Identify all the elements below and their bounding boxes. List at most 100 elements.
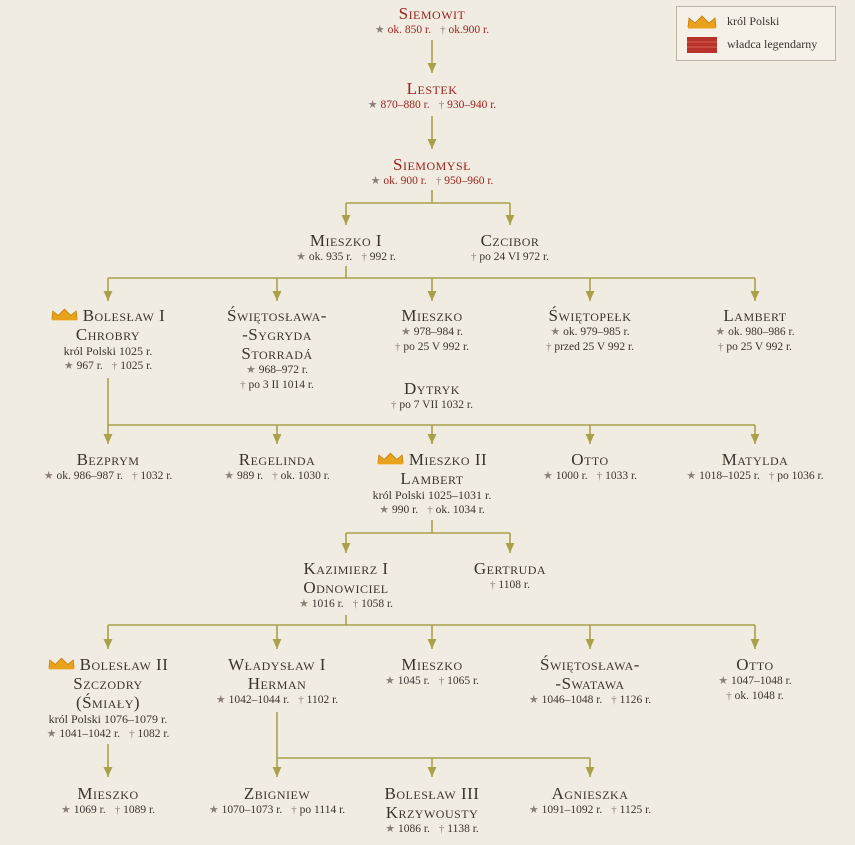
person-name: Gertruda (473, 559, 547, 578)
died-icon: † (394, 341, 401, 353)
person-dates: ★ 1018–1025 r.† po 1036 r. (686, 470, 824, 482)
person-dates: ★ 1045 r.† 1065 r. (384, 675, 480, 687)
person-name-line1: Władysław I (228, 655, 326, 674)
died-icon: † (272, 470, 278, 482)
died-icon: † (111, 360, 118, 372)
person-title: król Polski 1025–1031 r. (372, 488, 492, 502)
person-bezprym: Bezprym ★ ok. 986–987 r.† 1032 r. (8, 450, 208, 484)
died-icon: † (611, 694, 617, 706)
connector-kazimierz-children (108, 615, 755, 626)
person-name: Agnieszka (551, 784, 629, 803)
person-swietoslawa-sygryda: Świętosława- -Sygryda Storradá ★ 968–972… (177, 306, 377, 393)
person-mieszko-i: Mieszko I ★ ok. 935 r.† 992 r. (246, 231, 446, 265)
connector-mieszko2-children (346, 520, 510, 534)
person-died: † po 3 II 1014 r. (240, 379, 314, 391)
died-icon: † (352, 598, 359, 610)
person-name-line2: -Swatawa (555, 674, 625, 693)
person-name-line3: (Śmiały) (75, 693, 141, 712)
born-icon: ★ (528, 804, 539, 816)
crown-icon (687, 14, 717, 33)
person-name-line1: Kazimierz I (303, 559, 389, 578)
person-czcibor: Czcibor † po 24 VI 972 r. (410, 231, 610, 265)
connector-siemomysl-children (346, 190, 510, 204)
person-died: † po 25 V 992 r. (717, 341, 793, 353)
person-dates: ★ 1091–1092 r.† 1125 r. (528, 804, 652, 816)
born-icon: ★ (384, 675, 395, 687)
died-icon: † (435, 175, 442, 187)
person-name-line1: Mieszko II (332, 450, 532, 469)
person-mieszko-kazimierzowic: Mieszko ★ 1045 r.† 1065 r. (332, 655, 532, 689)
person-otto-ii: Otto ★ 1047–1048 r. † ok. 1048 r. (655, 655, 855, 704)
person-name-line1: Bolesław III (384, 784, 480, 803)
person-name-line2: Herman (247, 674, 307, 693)
person-name: Otto (736, 655, 774, 674)
person-name: Mieszko I (309, 231, 383, 250)
person-dates: ★ 1046–1048 r.† 1126 r. (528, 694, 652, 706)
person-name-line1: Świętosława- (227, 306, 327, 325)
died-icon: † (131, 470, 138, 482)
born-icon: ★ (715, 326, 726, 338)
person-boleslaw-ii-szczodry: Bolesław II Szczodry (Śmiały) król Polsk… (8, 655, 208, 742)
person-name-line1: Bolesław II (8, 655, 208, 674)
person-died: † przed 25 V 992 r. (545, 341, 635, 353)
person-died: † ok. 1048 r. (726, 690, 784, 702)
person-died: † po 7 VII 1032 r. (391, 399, 473, 411)
born-icon: ★ (246, 364, 256, 376)
person-siemowit: Siemowit ★ ok. 850 r.† ok.900 r. (332, 4, 532, 38)
died-icon: † (427, 504, 433, 516)
person-dates: ★ ok. 900 r.† 950–960 r. (370, 175, 494, 187)
died-icon: † (291, 804, 297, 816)
connector-wladyslaw-children (276, 712, 590, 759)
died-icon: † (596, 470, 603, 482)
born-icon: ★ (43, 470, 54, 482)
person-born: ★ ok. 980–986 r. (715, 326, 795, 338)
person-name: Lambert (723, 306, 787, 325)
person-dates: ★ 1042–1044 r.† 1102 r. (215, 694, 339, 706)
person-dates: ★ 1086 r.† 1138 r. (385, 823, 479, 835)
died-icon: † (361, 251, 367, 263)
person-dates: ★ ok. 986–987 r.† 1032 r. (43, 470, 173, 482)
died-icon: † (438, 823, 445, 835)
born-icon: ★ (718, 675, 729, 687)
born-icon: ★ (298, 598, 309, 610)
person-zbigniew: Zbigniew ★ 1070–1073 r.† po 1114 r. (177, 784, 377, 818)
died-icon: † (726, 690, 732, 702)
person-name: Świętopełk (548, 306, 632, 325)
person-born: ★ ok. 979–985 r. (550, 326, 630, 338)
person-dates: ★ 1000 r.† 1033 r. (542, 470, 638, 482)
born-icon: ★ (224, 470, 235, 482)
legend-label-legendary: władca legendarny (727, 37, 818, 51)
born-icon: ★ (296, 251, 306, 263)
person-name: Mieszko (401, 306, 463, 325)
person-name: Regelinda (238, 450, 316, 469)
person-matylda: Matylda ★ 1018–1025 r.† po 1036 r. (655, 450, 855, 484)
born-icon: ★ (367, 99, 378, 111)
crown-icon (51, 308, 78, 321)
person-title: król Polski 1025 r. (63, 344, 153, 358)
born-icon: ★ (46, 728, 57, 740)
person-name: Czcibor (480, 231, 540, 250)
person-name: Dytryk (404, 379, 460, 398)
person-dates: † po 24 VI 972 r. (470, 251, 550, 263)
person-dates: ★ 1016 r.† 1058 r. (298, 598, 394, 610)
person-name-line1: Świętosława- (540, 655, 640, 674)
died-icon: † (611, 804, 617, 816)
person-name: Bezprym (76, 450, 140, 469)
person-dytryk: Dytryk † po 7 VII 1032 r. (332, 379, 532, 413)
person-name: Siemowit (398, 4, 466, 23)
person-born: ★ 968–972 r. (246, 364, 308, 376)
person-regelinda: Regelinda ★ 989 r.† ok. 1030 r. (177, 450, 377, 484)
person-swietopelk: Świętopełk ★ ok. 979–985 r. † przed 25 V… (490, 306, 690, 355)
person-title: król Polski 1076–1079 r. (48, 712, 168, 726)
died-icon: † (391, 399, 397, 411)
person-died: † 1108 r. (490, 579, 530, 591)
person-agnieszka: Agnieszka ★ 1091–1092 r.† 1125 r. (490, 784, 690, 818)
died-icon: † (114, 804, 121, 816)
person-kazimierz-i-odnowiciel: Kazimierz I Odnowiciel ★ 1016 r.† 1058 r… (246, 559, 446, 612)
person-swietoslawa-swatawa: Świętosława- -Swatawa ★ 1046–1048 r.† 11… (490, 655, 690, 708)
died-icon: † (490, 579, 496, 591)
legendary-swatch-icon (687, 37, 717, 57)
born-icon: ★ (379, 504, 390, 516)
person-lambert: Lambert ★ ok. 980–986 r. † po 25 V 992 r… (655, 306, 855, 355)
born-icon: ★ (686, 470, 697, 482)
